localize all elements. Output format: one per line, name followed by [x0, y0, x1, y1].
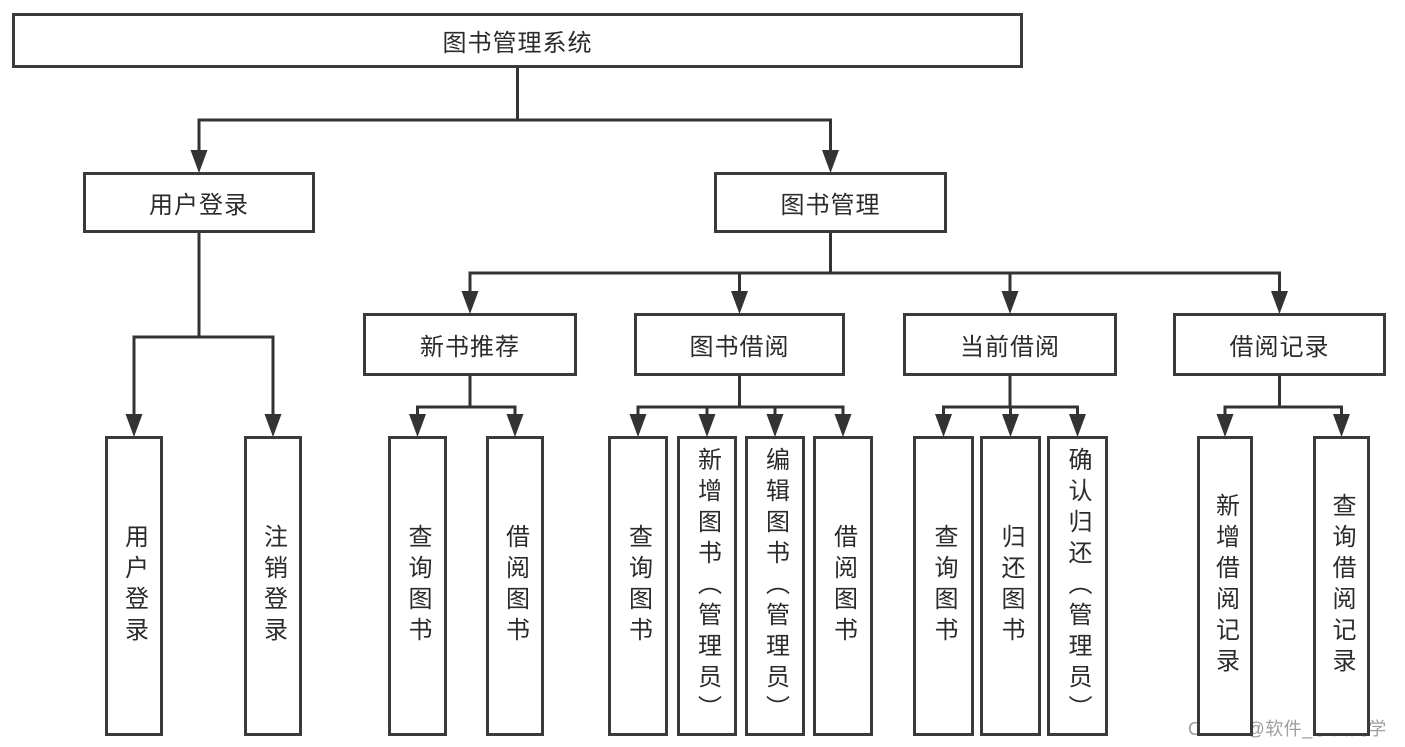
arrowhead-icon	[409, 414, 426, 437]
arrowhead-icon	[506, 414, 524, 437]
node-label-cb-query: 查询图书	[930, 524, 957, 648]
arrowhead-icon	[766, 414, 784, 437]
arrowhead-icon	[935, 414, 952, 437]
arrowhead-icon	[1216, 414, 1234, 437]
node-bb-query: 查询图书	[608, 436, 668, 736]
arrowhead-icon	[1271, 291, 1288, 314]
node-borrow: 图书借阅	[634, 313, 845, 376]
arrowhead-icon	[190, 150, 208, 173]
arrowhead-icon	[629, 414, 647, 437]
node-nb-query: 查询图书	[388, 436, 447, 736]
arrowhead-icon	[834, 414, 852, 437]
node-rec-add: 新增借阅记录	[1197, 436, 1253, 736]
arrowhead-icon	[125, 414, 143, 437]
node-label-nb-borrow: 借阅图书	[501, 524, 529, 648]
arrowhead-icon	[1001, 291, 1019, 314]
arrowhead-icon	[822, 150, 839, 173]
node-label-login: 用户登录	[149, 192, 249, 219]
node-label-bb-borrow: 借阅图书	[829, 524, 857, 648]
node-label-newbook: 新书推荐	[420, 334, 520, 361]
node-bb-borrow: 借阅图书	[813, 436, 873, 736]
node-mgmt: 图书管理	[714, 172, 947, 233]
node-user-login: 用户登录	[105, 436, 163, 736]
node-label-nb-query: 查询图书	[404, 524, 431, 648]
node-label-bb-query: 查询图书	[624, 524, 652, 648]
node-root: 图书管理系统	[12, 13, 1023, 68]
node-rec-query: 查询借阅记录	[1313, 436, 1370, 736]
node-label-rec-add: 新增借阅记录	[1211, 493, 1239, 679]
node-bb-add: 新增图书（管理员）	[677, 436, 737, 736]
node-label-rec-query: 查询借阅记录	[1328, 493, 1355, 679]
node-logout: 注销登录	[244, 436, 302, 736]
node-label-borrow: 图书借阅	[689, 334, 790, 361]
node-records: 借阅记录	[1173, 313, 1386, 376]
node-bb-edit: 编辑图书（管理员）	[745, 436, 805, 736]
node-label-bb-add: 新增图书（管理员）	[693, 446, 721, 726]
node-login: 用户登录	[83, 172, 315, 233]
node-label-bb-edit: 编辑图书（管理员）	[761, 446, 789, 726]
node-label-cb-return: 归还图书	[997, 524, 1024, 648]
arrowhead-icon	[698, 414, 716, 437]
arrowhead-icon	[1002, 414, 1019, 437]
arrowhead-icon	[1069, 414, 1086, 437]
node-label-user-login: 用户登录	[120, 524, 148, 648]
arrowhead-icon	[461, 291, 479, 314]
node-label-mgmt: 图书管理	[780, 192, 881, 219]
node-label-root: 图书管理系统	[442, 30, 593, 57]
node-cb-confirm: 确认归还（管理员）	[1047, 436, 1108, 736]
node-label-logout: 注销登录	[259, 524, 287, 648]
node-label-cb-confirm: 确认归还（管理员）	[1064, 446, 1091, 726]
node-nb-borrow: 借阅图书	[486, 436, 544, 736]
arrowhead-icon	[1333, 414, 1350, 437]
node-newbook: 新书推荐	[363, 313, 577, 376]
node-label-records: 借阅记录	[1229, 334, 1330, 361]
node-current: 当前借阅	[903, 313, 1117, 376]
node-cb-return: 归还图书	[980, 436, 1041, 736]
node-cb-query: 查询图书	[913, 436, 974, 736]
node-label-current: 当前借阅	[960, 334, 1060, 361]
arrowhead-icon	[264, 414, 282, 437]
arrowhead-icon	[731, 291, 748, 314]
